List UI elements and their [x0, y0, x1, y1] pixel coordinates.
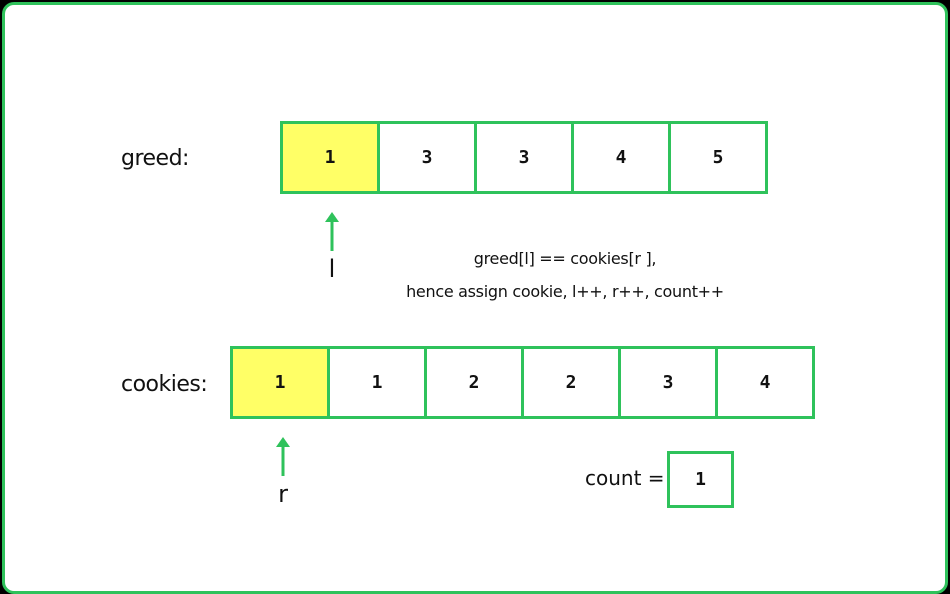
greed-cell: 1: [280, 121, 380, 194]
cookies-cell: 1: [327, 346, 427, 419]
greed-cell: 3: [474, 121, 574, 194]
greed-cell: 5: [668, 121, 768, 194]
comparison-note-line1: greed[l] == cookies[r ],: [473, 249, 657, 268]
greed-cell: 4: [571, 121, 671, 194]
cookies-cell: 4: [715, 346, 815, 419]
count-value-box: 1: [667, 451, 734, 508]
r-pointer-arrow-icon: [276, 437, 290, 476]
l-pointer-arrow-icon: [325, 212, 339, 251]
l-pointer-label: l: [328, 255, 336, 283]
count-label: count =: [585, 466, 665, 490]
r-pointer-label: r: [278, 480, 288, 508]
cookies-cell: 2: [424, 346, 524, 419]
cookies-cell: 1: [230, 346, 330, 419]
cookies-label: cookies:: [121, 372, 208, 397]
cookies-cell: 3: [618, 346, 718, 419]
greed-label: greed:: [121, 146, 189, 171]
comparison-note-line2: hence assign cookie, l++, r++, count++: [406, 282, 724, 301]
greed-cell: 3: [377, 121, 477, 194]
cookies-cell: 2: [521, 346, 621, 419]
